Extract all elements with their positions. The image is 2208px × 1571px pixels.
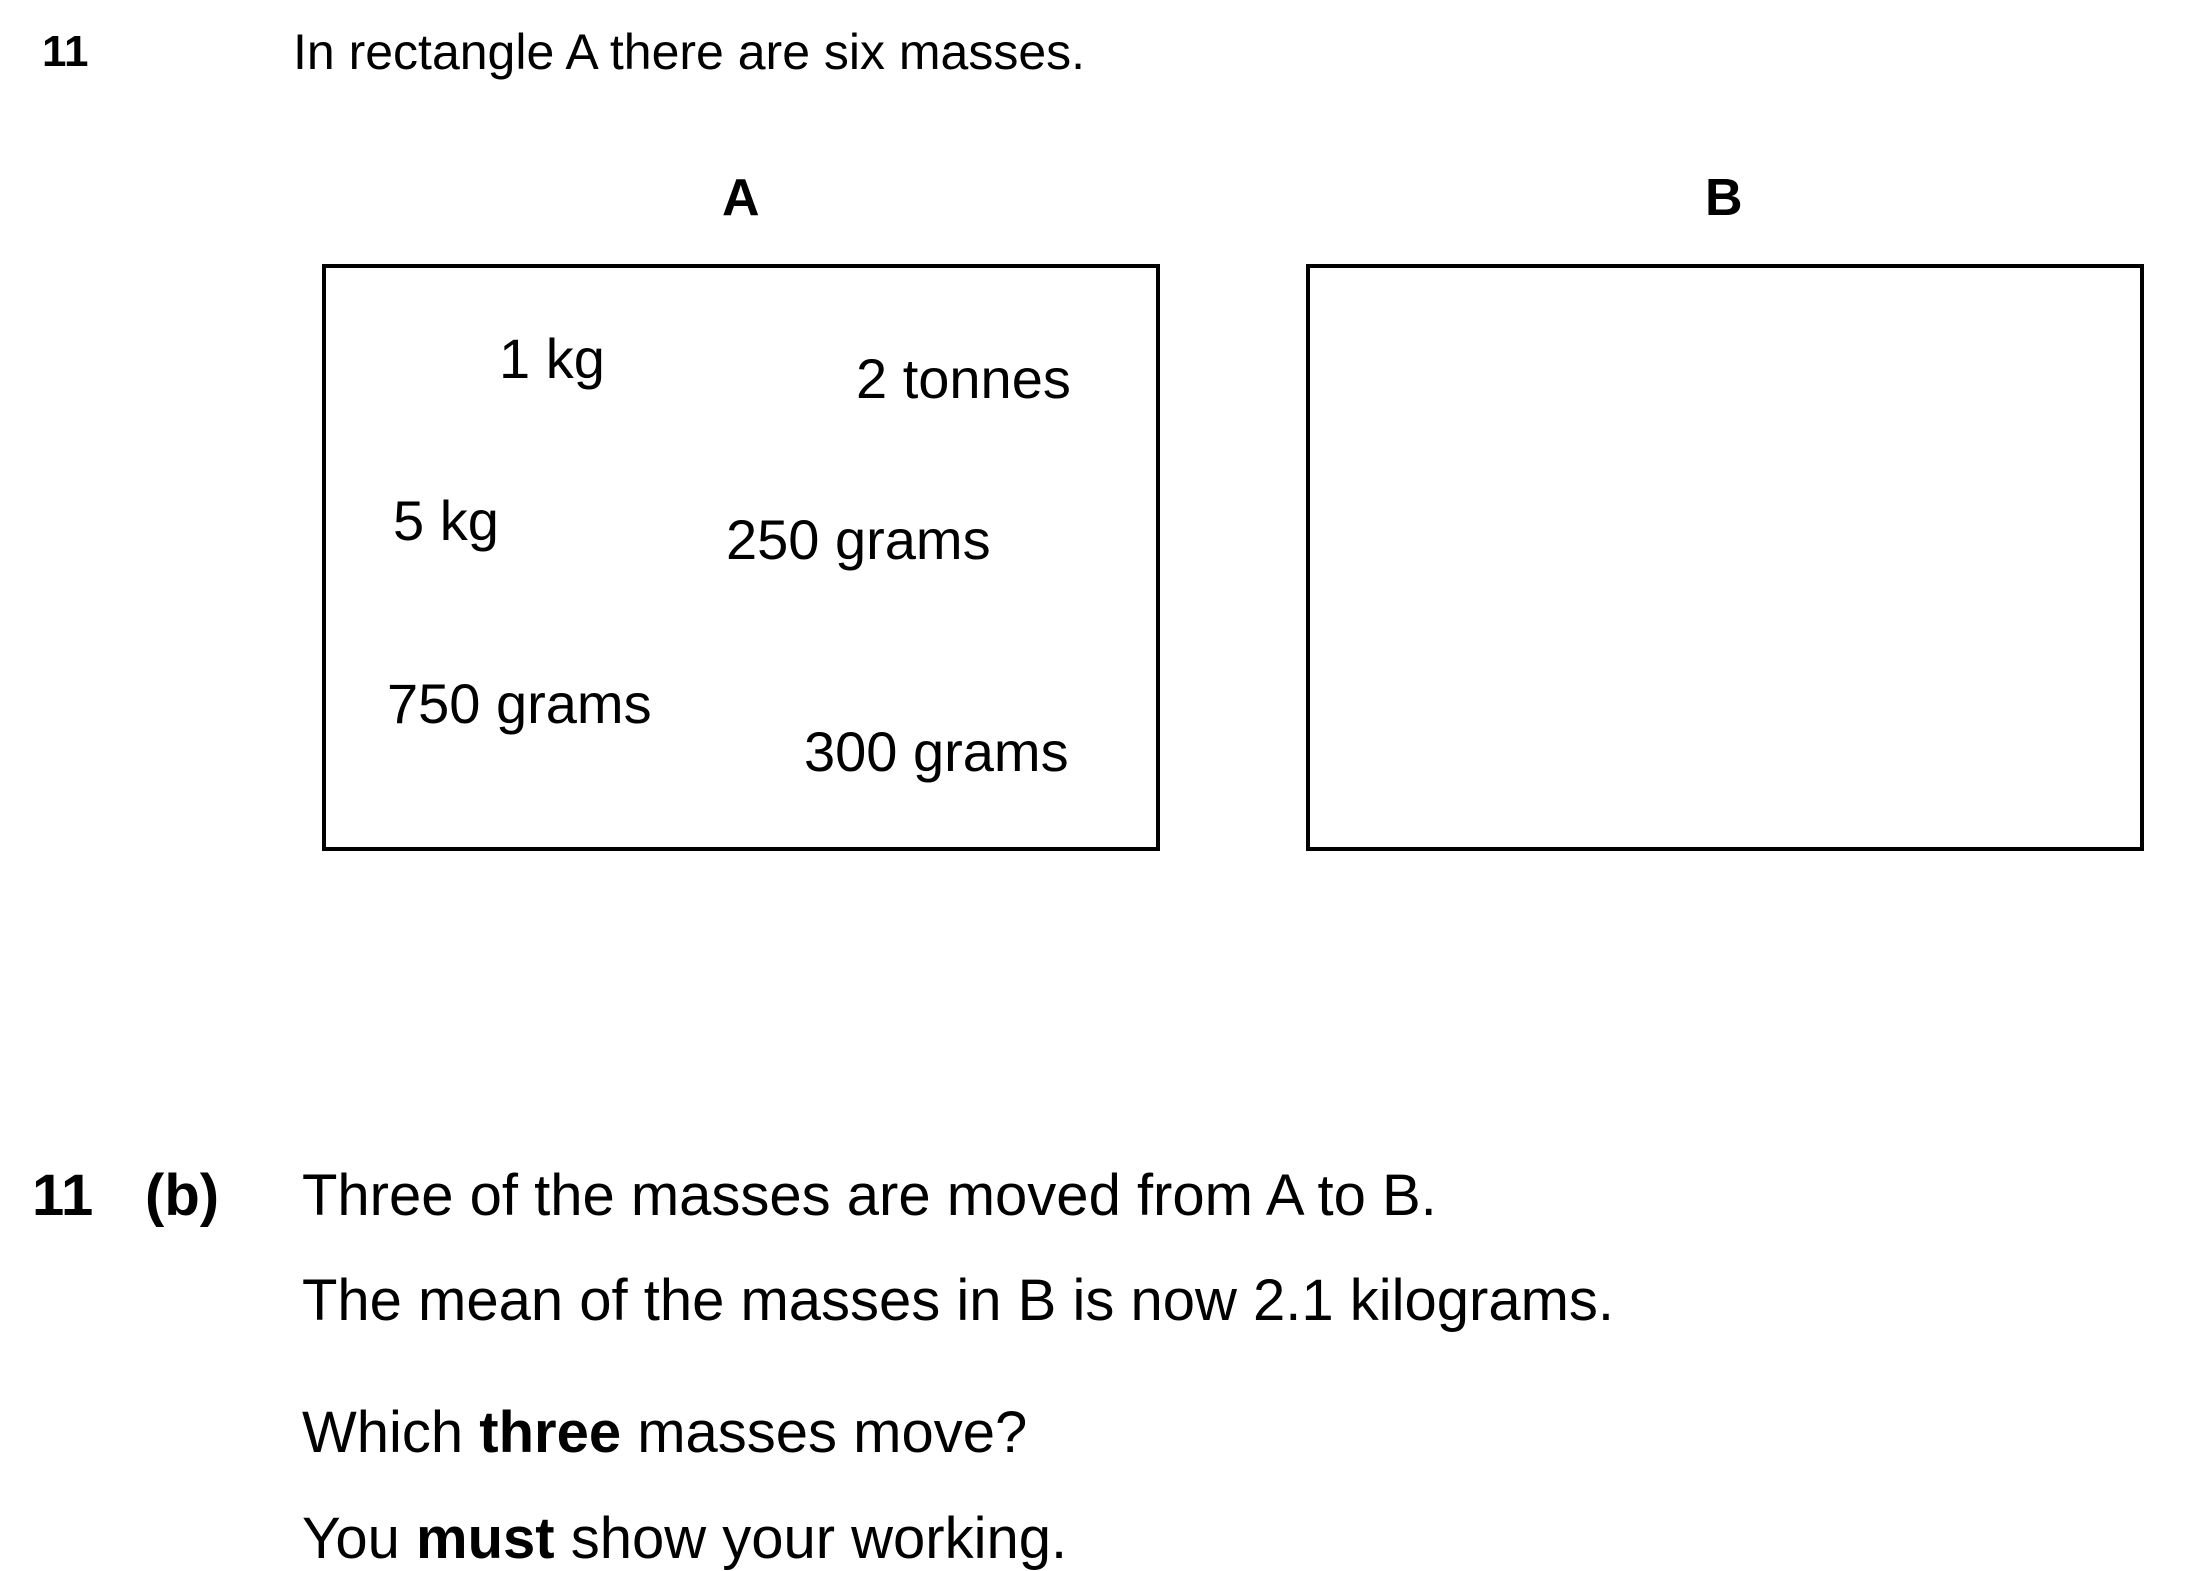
emphasis-must: must bbox=[416, 1506, 555, 1571]
part-b-question-number: 11 bbox=[32, 1163, 94, 1228]
question-number: 11 bbox=[42, 27, 89, 76]
emphasis-three: three bbox=[479, 1400, 622, 1465]
question-intro: In rectangle A there are six masses. bbox=[293, 24, 1086, 80]
part-b-line-4-start: You bbox=[302, 1506, 416, 1571]
mass-item: 300 grams bbox=[804, 720, 1069, 783]
part-b-line-3-start: Which bbox=[302, 1400, 480, 1465]
part-b-line-4: You must show your working. bbox=[302, 1510, 1067, 1568]
mass-item: 1 kg bbox=[499, 327, 605, 390]
mass-item: 250 grams bbox=[726, 508, 991, 571]
part-b-line-1: Three of the masses are moved from A to … bbox=[302, 1163, 1437, 1228]
part-b-line-3-end: masses move? bbox=[621, 1400, 1028, 1465]
rectangle-a-label: A bbox=[722, 169, 760, 227]
part-b-label: (b) bbox=[145, 1163, 220, 1228]
mass-item: 750 grams bbox=[387, 672, 652, 735]
part-b-line-4-end: show your working. bbox=[554, 1506, 1068, 1571]
mass-item: 5 kg bbox=[393, 489, 499, 552]
rectangle-b bbox=[1306, 264, 2144, 851]
mass-item: 2 tonnes bbox=[856, 347, 1071, 410]
part-b-line-2: The mean of the masses in B is now 2.1 k… bbox=[302, 1268, 1615, 1333]
rectangle-b-label: B bbox=[1705, 169, 1743, 227]
rectangle-a: 1 kg 2 tonnes 5 kg 250 grams 750 grams 3… bbox=[322, 264, 1160, 851]
part-b-line-3: Which three masses move? bbox=[302, 1404, 1027, 1462]
